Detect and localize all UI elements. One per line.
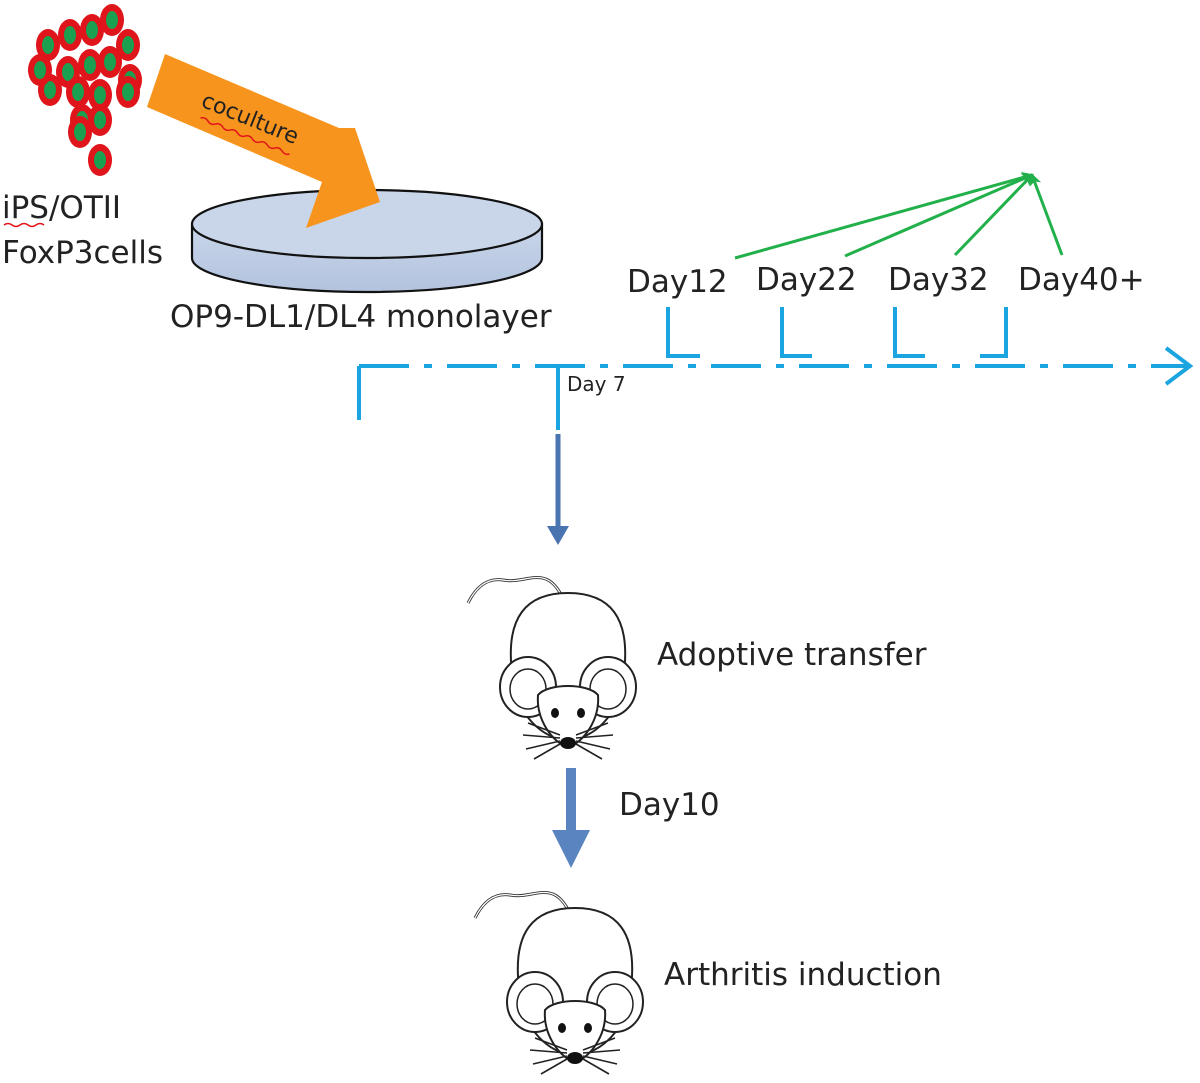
cell-nucleus <box>86 21 98 39</box>
timeline <box>357 307 1194 430</box>
cell-nucleus <box>94 151 106 169</box>
cell-nucleus <box>104 53 116 71</box>
culture-dish <box>190 188 544 294</box>
cell-nucleus <box>42 36 54 54</box>
harvest-label-day40plus: Day40+ <box>1018 262 1145 298</box>
cell-nucleus <box>34 61 46 79</box>
cell-cluster <box>28 4 142 176</box>
cell-nucleus <box>84 56 96 74</box>
adoptive-transfer-label: Adoptive transfer <box>657 637 927 673</box>
interval-label: Day10 <box>619 787 720 823</box>
cell-nucleus <box>64 26 76 44</box>
harvest-label-day32: Day32 <box>888 262 989 298</box>
cell-nucleus <box>122 36 134 54</box>
spellcheck-underline-coculture <box>200 117 290 156</box>
cell-nucleus <box>62 63 74 81</box>
cell-nucleus <box>44 81 56 99</box>
cells-label-line2: FoxP3cells <box>2 235 163 271</box>
harvest-label-day12: Day12 <box>627 264 728 300</box>
day7-label: Day 7 <box>567 372 626 396</box>
cell-nucleus <box>72 83 84 101</box>
day10-arrow <box>552 768 590 868</box>
cell-nucleus <box>122 83 134 101</box>
transfer-arrow <box>547 434 569 545</box>
harvest-label-day22: Day22 <box>756 262 857 298</box>
coculture-arrow <box>147 54 380 228</box>
mouse-arthritis-induction-icon <box>473 891 645 1076</box>
spellcheck-underline <box>3 222 45 228</box>
cell-nucleus <box>94 111 106 129</box>
cell-nucleus <box>94 86 106 104</box>
arthritis-induction-label: Arthritis induction <box>664 957 942 993</box>
cells-label-line1: iPS/OTII <box>2 190 121 226</box>
harvest-converging-arrows <box>734 171 1064 260</box>
dish-label: OP9-DL1/DL4 monolayer <box>170 299 552 335</box>
mouse-adoptive-transfer-icon <box>466 576 638 761</box>
cell-nucleus <box>74 123 86 141</box>
cell-nucleus <box>106 11 118 29</box>
